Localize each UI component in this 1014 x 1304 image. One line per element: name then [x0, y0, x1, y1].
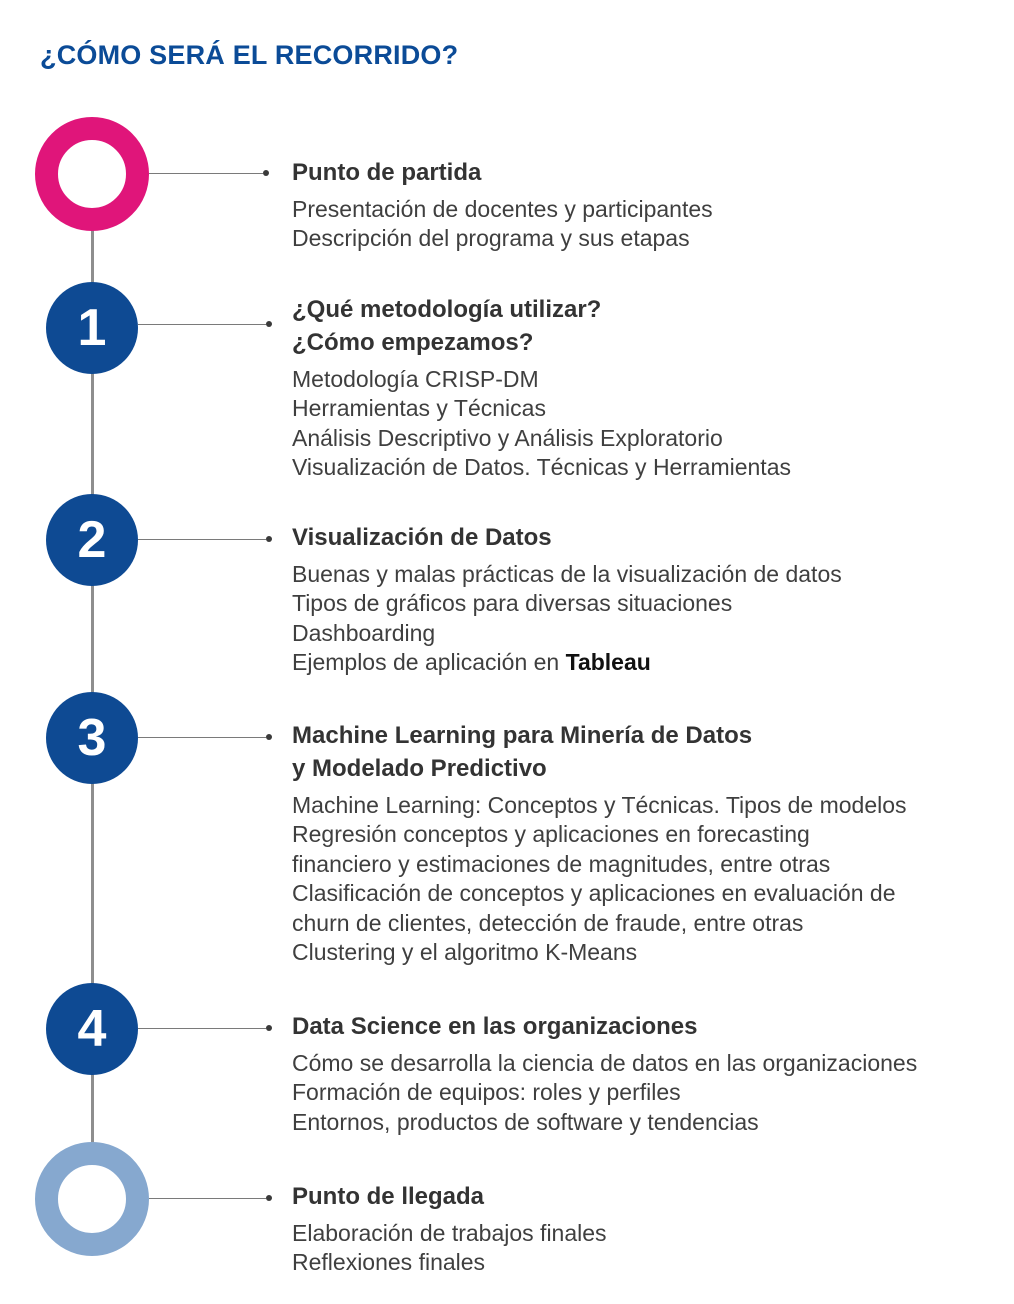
stage-item: churn de clientes, detección de fraude, …: [292, 909, 804, 936]
stage-item: Formación de equipos: roles y perfiles: [292, 1079, 681, 1106]
stage-item-text: Ejemplos de aplicación en: [292, 649, 566, 676]
bullet-dot: [266, 1025, 272, 1031]
bullet-dot: [266, 321, 272, 327]
bullet-dot: [266, 536, 272, 542]
step-number-4: 4: [46, 983, 138, 1075]
stage-item: Presentación de docentes y participantes: [292, 196, 713, 222]
stage-heading: ¿Qué metodología utilizar? ¿Cómo empezam…: [292, 293, 992, 359]
stage-item: Metodología CRISP-DM: [292, 366, 539, 392]
stage-item: Entornos, productos de software y tenden…: [292, 1108, 759, 1135]
connector-line: [138, 539, 266, 540]
page-title: ¿CÓMO SERÁ EL RECORRIDO?: [40, 40, 459, 70]
step-number-2: 2: [46, 494, 138, 586]
stage-item-list: Cómo se desarrolla la ciencia de datos e…: [292, 1049, 992, 1137]
stage-item-list: Machine Learning: Conceptos y Técnicas. …: [292, 791, 992, 967]
start-ring-icon: [35, 117, 149, 231]
stage-heading-line: Visualización de Datos: [292, 524, 552, 551]
stage-item: Cómo se desarrolla la ciencia de datos e…: [292, 1050, 918, 1076]
stage-item-list: Buenas y malas prácticas de la visualiza…: [292, 560, 992, 678]
stage-item: Clasificación de conceptos y aplicacione…: [292, 880, 896, 907]
stage-heading-line: Machine Learning para Minería de Datos: [292, 722, 753, 749]
timeline-line: [91, 175, 94, 1195]
stage-item: Reflexiones finales: [292, 1249, 486, 1276]
tableau-highlight: Tableau: [565, 649, 651, 676]
stage-3: Machine Learning para Minería de Datos y…: [292, 719, 992, 967]
stage-heading: Punto de partida: [292, 156, 992, 189]
stage-item: Dashboarding: [292, 619, 436, 646]
stage-item-list: Metodología CRISP-DM Herramientas y Técn…: [292, 365, 992, 483]
stage-item-list: Presentación de docentes y participantes…: [292, 195, 992, 254]
stage-item: Herramientas y Técnicas: [292, 395, 546, 422]
step-number-3: 3: [46, 692, 138, 784]
stage-item-list: Elaboración de trabajos finales Reflexio…: [292, 1219, 992, 1278]
stage-item: Análisis Descriptivo y Análisis Explorat…: [292, 424, 723, 451]
step-number-1: 1: [46, 282, 138, 374]
connector-line: [149, 1198, 266, 1199]
connector-line: [138, 1028, 266, 1029]
bullet-dot: [266, 734, 272, 740]
stage-heading-line: ¿Cómo empezamos?: [292, 329, 534, 356]
stage-item: financiero y estimaciones de magnitudes,…: [292, 850, 831, 877]
stage-heading: Machine Learning para Minería de Datos y…: [292, 719, 992, 785]
stage-heading-line: Punto de partida: [292, 159, 482, 186]
end-ring-icon: [35, 1142, 149, 1256]
bullet-dot: [266, 1195, 272, 1201]
bullet-dot: [263, 170, 269, 176]
connector-line: [149, 173, 263, 174]
connector-line: [138, 324, 266, 325]
stage-heading-line: y Modelado Predictivo: [292, 755, 547, 782]
stage-2: Visualización de Datos Buenas y malas pr…: [292, 521, 992, 678]
stage-heading: Data Science en las organizaciones: [292, 1010, 992, 1043]
stage-item: Tipos de gráficos para diversas situacio…: [292, 590, 733, 617]
stage-item: Buenas y malas prácticas de la visualiza…: [292, 561, 842, 587]
stage-heading-line: Punto de llegada: [292, 1183, 485, 1210]
stage-item: Regresión conceptos y aplicaciones en fo…: [292, 821, 810, 848]
stage-item: Clustering y el algoritmo K-Means: [292, 939, 638, 966]
stage-start: Punto de partida Presentación de docente…: [292, 156, 992, 254]
stage-item: Ejemplos de aplicación en Tableau: [292, 648, 992, 677]
stage-heading-line: ¿Qué metodología utilizar?: [292, 296, 602, 323]
stage-4: Data Science en las organizaciones Cómo …: [292, 1010, 992, 1137]
stage-heading-line: Data Science en las organizaciones: [292, 1013, 698, 1040]
stage-end: Punto de llegada Elaboración de trabajos…: [292, 1180, 992, 1278]
stage-item: Visualización de Datos. Técnicas y Herra…: [292, 454, 791, 481]
stage-heading: Visualización de Datos: [292, 521, 992, 554]
stage-heading: Punto de llegada: [292, 1180, 992, 1213]
stage-item: Descripción del programa y sus etapas: [292, 225, 690, 252]
connector-line: [138, 737, 266, 738]
stage-item: Elaboración de trabajos finales: [292, 1220, 607, 1246]
stage-1: ¿Qué metodología utilizar? ¿Cómo empezam…: [292, 293, 992, 483]
stage-item: Machine Learning: Conceptos y Técnicas. …: [292, 792, 907, 818]
